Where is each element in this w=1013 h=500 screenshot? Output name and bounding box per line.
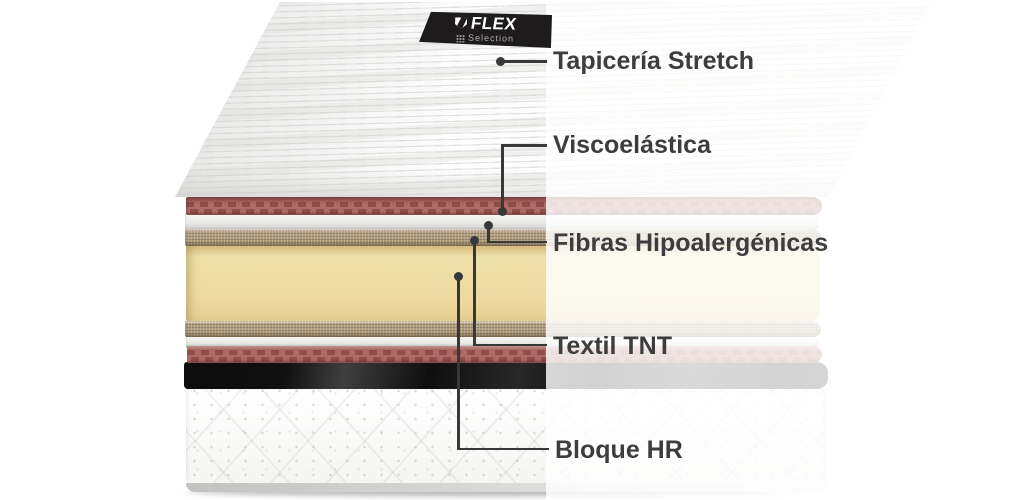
callout-line-textil-vertical — [473, 241, 476, 346]
callout-line-fibras — [487, 240, 547, 243]
brand-name: FLEX — [469, 13, 518, 34]
subbrand-row: Selection — [456, 32, 515, 44]
callout-dot-textil-tnt — [470, 236, 479, 245]
callout-line-fibras-vertical — [487, 226, 490, 243]
callout-label-bloque-hr: Bloque HR — [555, 436, 683, 464]
callout-dot-bloque-hr — [454, 272, 463, 281]
callout-line-bloque-vertical — [457, 277, 460, 450]
callout-dot-fibras-hipoalergenicas — [484, 221, 493, 230]
callout-label-tapiceria-stretch: Tapicería Stretch — [553, 47, 755, 75]
callout-line-bloque — [457, 447, 549, 450]
fade-overlay — [546, 0, 1013, 500]
callout-label-textil-tnt: Textil TNT — [553, 332, 672, 360]
callout-label-viscoelastica: Viscoelástica — [553, 131, 711, 159]
callout-dot-viscoelastica — [498, 207, 507, 216]
callout-dot-tapiceria-stretch — [496, 57, 505, 66]
callout-label-fibras-hipoalergenicas: Fibras Hipoalergénicas — [553, 229, 829, 257]
callout-line-textil — [473, 343, 547, 346]
callout-line-viscoelastica — [501, 144, 547, 147]
subbrand-name: Selection — [468, 32, 515, 44]
callout-line-viscoelastica-vertical — [501, 144, 504, 210]
flex-brand-label: FLEX Selection — [419, 11, 552, 48]
brand-row: FLEX — [455, 13, 518, 34]
flex-shield-logo-icon — [455, 17, 467, 29]
selection-dots-icon — [456, 33, 466, 43]
callout-line-tapiceria-stretch — [503, 60, 547, 63]
